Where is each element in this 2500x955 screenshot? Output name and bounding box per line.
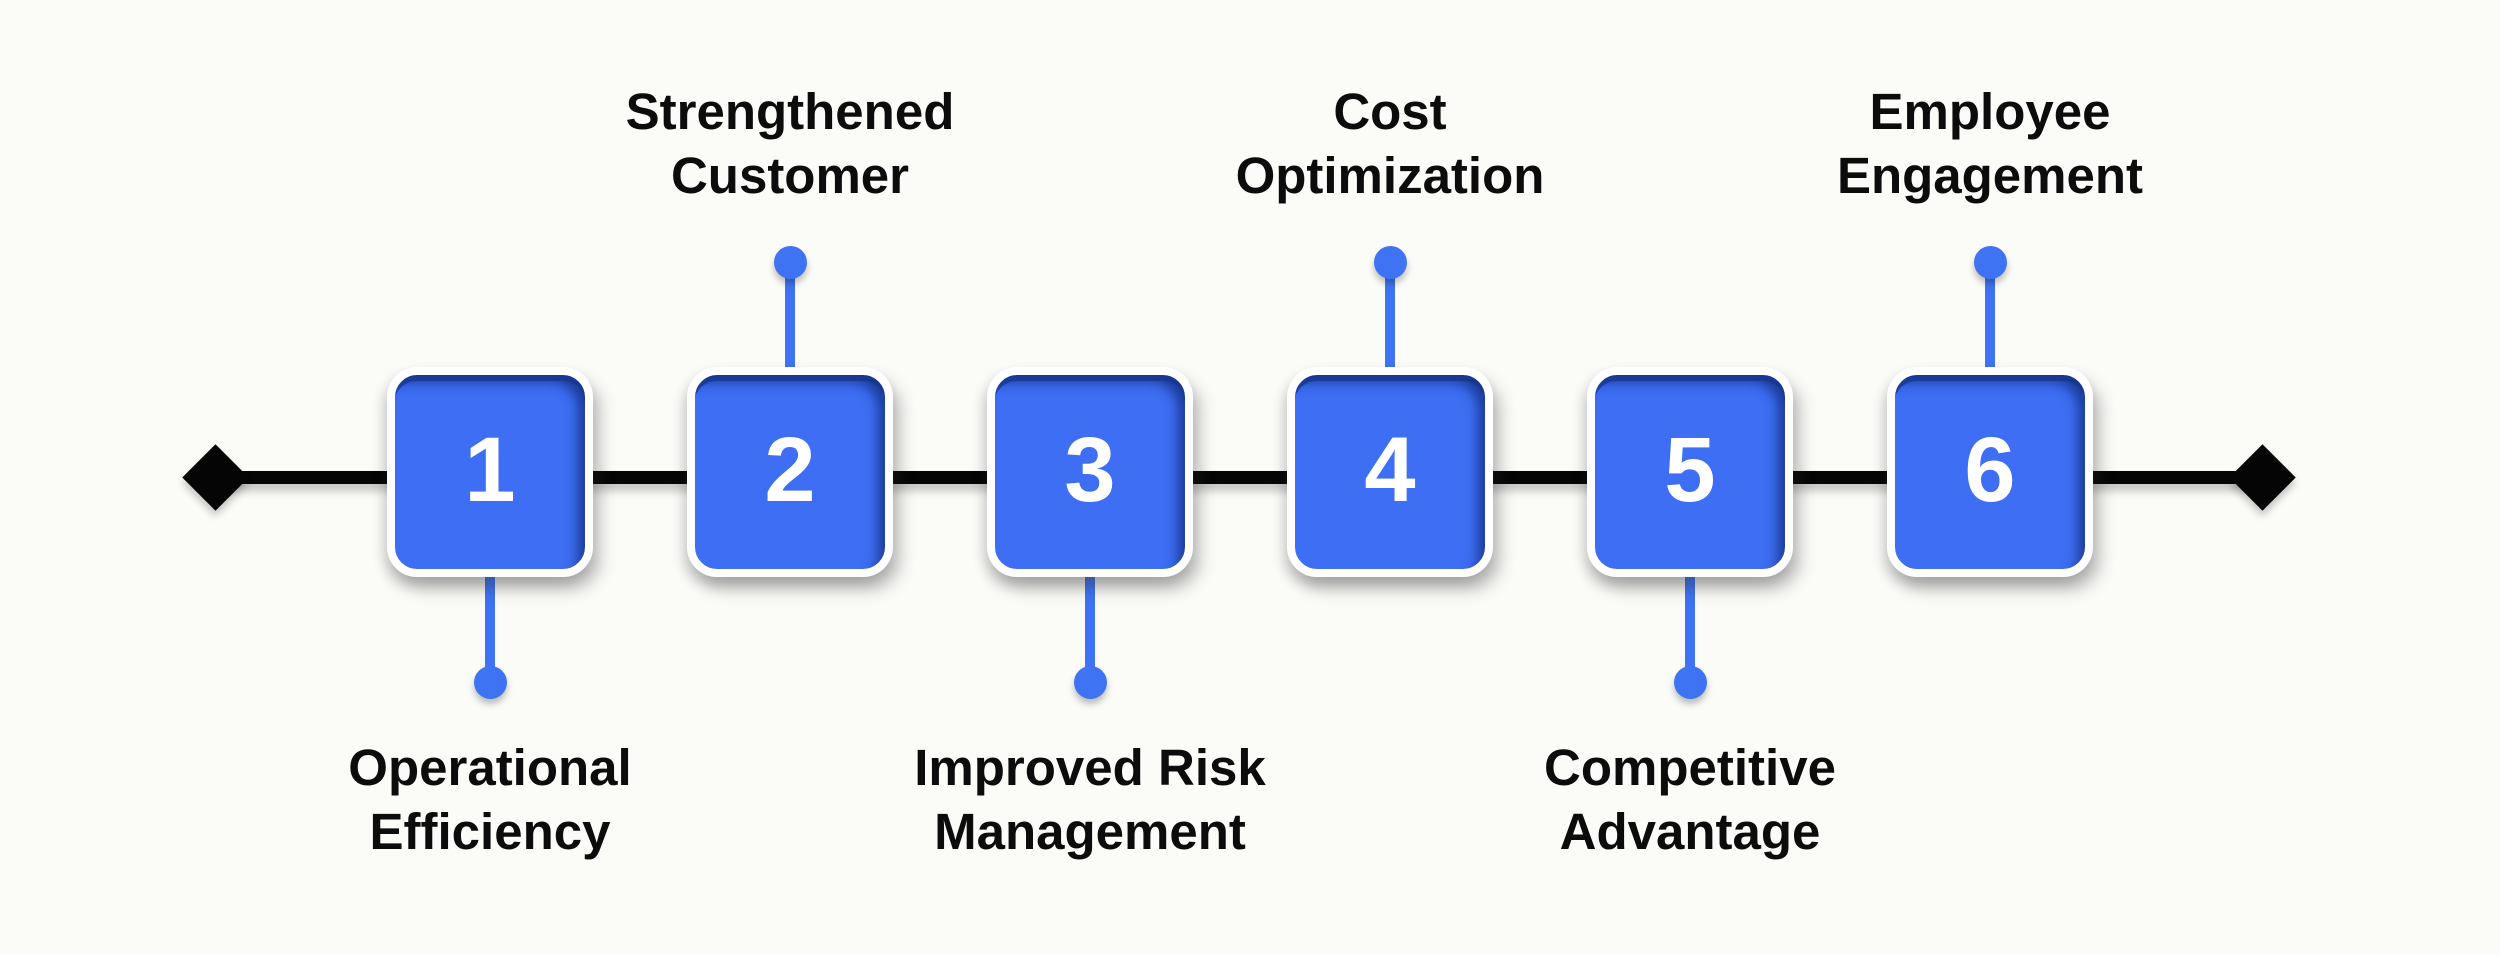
step-number: 4 — [1364, 419, 1416, 521]
step-label-line1: Competitive — [1544, 739, 1836, 796]
step-square: 3 — [987, 367, 1193, 577]
connector-dot-icon — [774, 246, 807, 279]
connector-dot-icon — [474, 666, 507, 699]
step-label: Improved Risk Management — [780, 736, 1400, 864]
step-label-line2: Advantage — [1559, 803, 1821, 860]
step-label-line1: Strengthened — [625, 83, 955, 140]
diamond-endpoint-left-icon — [182, 444, 249, 511]
step-label-line1: Operational — [348, 739, 632, 796]
connector-dot-icon — [1974, 246, 2007, 279]
step-label: Employee Engagement — [1680, 80, 2300, 208]
step-square: 6 — [1887, 367, 2093, 577]
step-square: 2 — [687, 367, 893, 577]
step-label-line1: Employee — [1869, 83, 2111, 140]
connector-stem — [1685, 572, 1695, 672]
connector-dot-icon — [1374, 246, 1407, 279]
step-label: Cost Optimization — [1080, 80, 1700, 208]
diamond-endpoint-right-icon — [2229, 444, 2296, 511]
connector-dot-icon — [1074, 666, 1107, 699]
step-number: 6 — [1964, 419, 2016, 521]
connector-stem — [485, 572, 495, 672]
step-square: 5 — [1587, 367, 1793, 577]
step-label-line2: Customer — [670, 147, 910, 204]
connector-stem — [1385, 270, 1395, 374]
step-label-line2: Management — [934, 803, 1246, 860]
step-label: Operational Efficiency — [180, 736, 800, 864]
step-label: Strengthened Customer — [480, 80, 1100, 208]
step-number: 5 — [1664, 419, 1716, 521]
connector-stem — [1085, 572, 1095, 672]
step-label-line2: Engagement — [1836, 147, 2144, 204]
step-label-line1: Cost — [1333, 83, 1447, 140]
step-label-line2: Optimization — [1235, 147, 1545, 204]
step-square: 1 — [387, 367, 593, 577]
connector-stem — [1985, 270, 1995, 374]
step-number: 1 — [464, 419, 516, 521]
connector-stem — [785, 270, 795, 374]
step-square: 4 — [1287, 367, 1493, 577]
step-label-line2: Efficiency — [369, 803, 611, 860]
connector-dot-icon — [1674, 666, 1707, 699]
step-number: 2 — [764, 419, 816, 521]
step-label-line1: Improved Risk — [914, 739, 1266, 796]
step-label: Competitive Advantage — [1380, 736, 2000, 864]
step-number: 3 — [1064, 419, 1116, 521]
